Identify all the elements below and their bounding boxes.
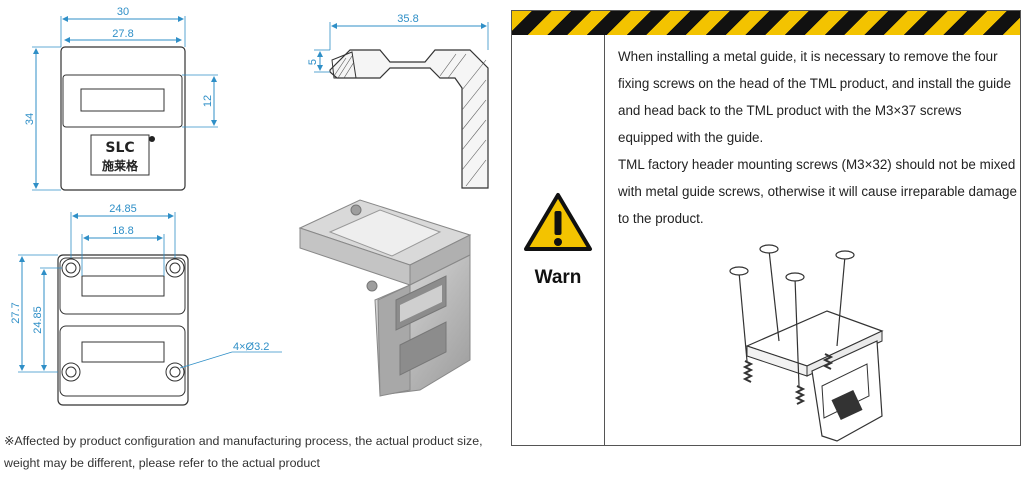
dim-height: 34	[24, 113, 36, 125]
warning-divider	[604, 35, 605, 446]
dim-side-width: 35.8	[397, 13, 418, 25]
logo-brand: SLC	[105, 140, 134, 156]
dim-bottom-height-inner: 24.85	[32, 306, 44, 334]
dim-holes: 4×Ø3.2	[233, 341, 269, 353]
dim-side-thickness: 5	[307, 59, 319, 65]
dim-bottom-width-inner: 18.8	[112, 225, 133, 237]
bottom-view-drawing: 24.85 18.8 27.7 24.85 4×Ø3.2	[10, 203, 282, 406]
dim-width-outer: 30	[117, 6, 129, 18]
logo-chinese: 施莱格	[102, 158, 139, 173]
warning-triangle-icon	[524, 193, 592, 251]
slc-logo: SLC 施莱格	[90, 134, 155, 176]
technical-drawings: SLC 施莱格 30 27.8 34 12	[10, 6, 489, 406]
hazard-stripe	[512, 11, 1020, 35]
warning-paragraph-2: TML factory header mounting screws (M3×3…	[618, 157, 1017, 226]
dim-window-height: 12	[202, 95, 214, 107]
product-3d-render	[298, 199, 472, 397]
warning-text: When installing a metal guide, it is nec…	[618, 43, 1018, 232]
warning-paragraph-1: When installing a metal guide, it is nec…	[618, 49, 1012, 145]
warning-label: Warn	[534, 267, 582, 288]
warning-box: Warn When installing a metal guide, it i…	[511, 10, 1021, 446]
side-section-drawing: 35.8 5	[307, 13, 489, 189]
disclaimer-note: ※Affected by product configuration and m…	[4, 434, 483, 470]
dim-width-inner: 27.8	[112, 28, 133, 40]
screw-assembly-illustration	[729, 244, 884, 442]
top-view-drawing: SLC 施莱格 30 27.8 34 12	[24, 6, 218, 191]
dim-bottom-height-outer: 27.7	[10, 302, 22, 323]
dim-bottom-width-outer: 24.85	[109, 203, 137, 215]
